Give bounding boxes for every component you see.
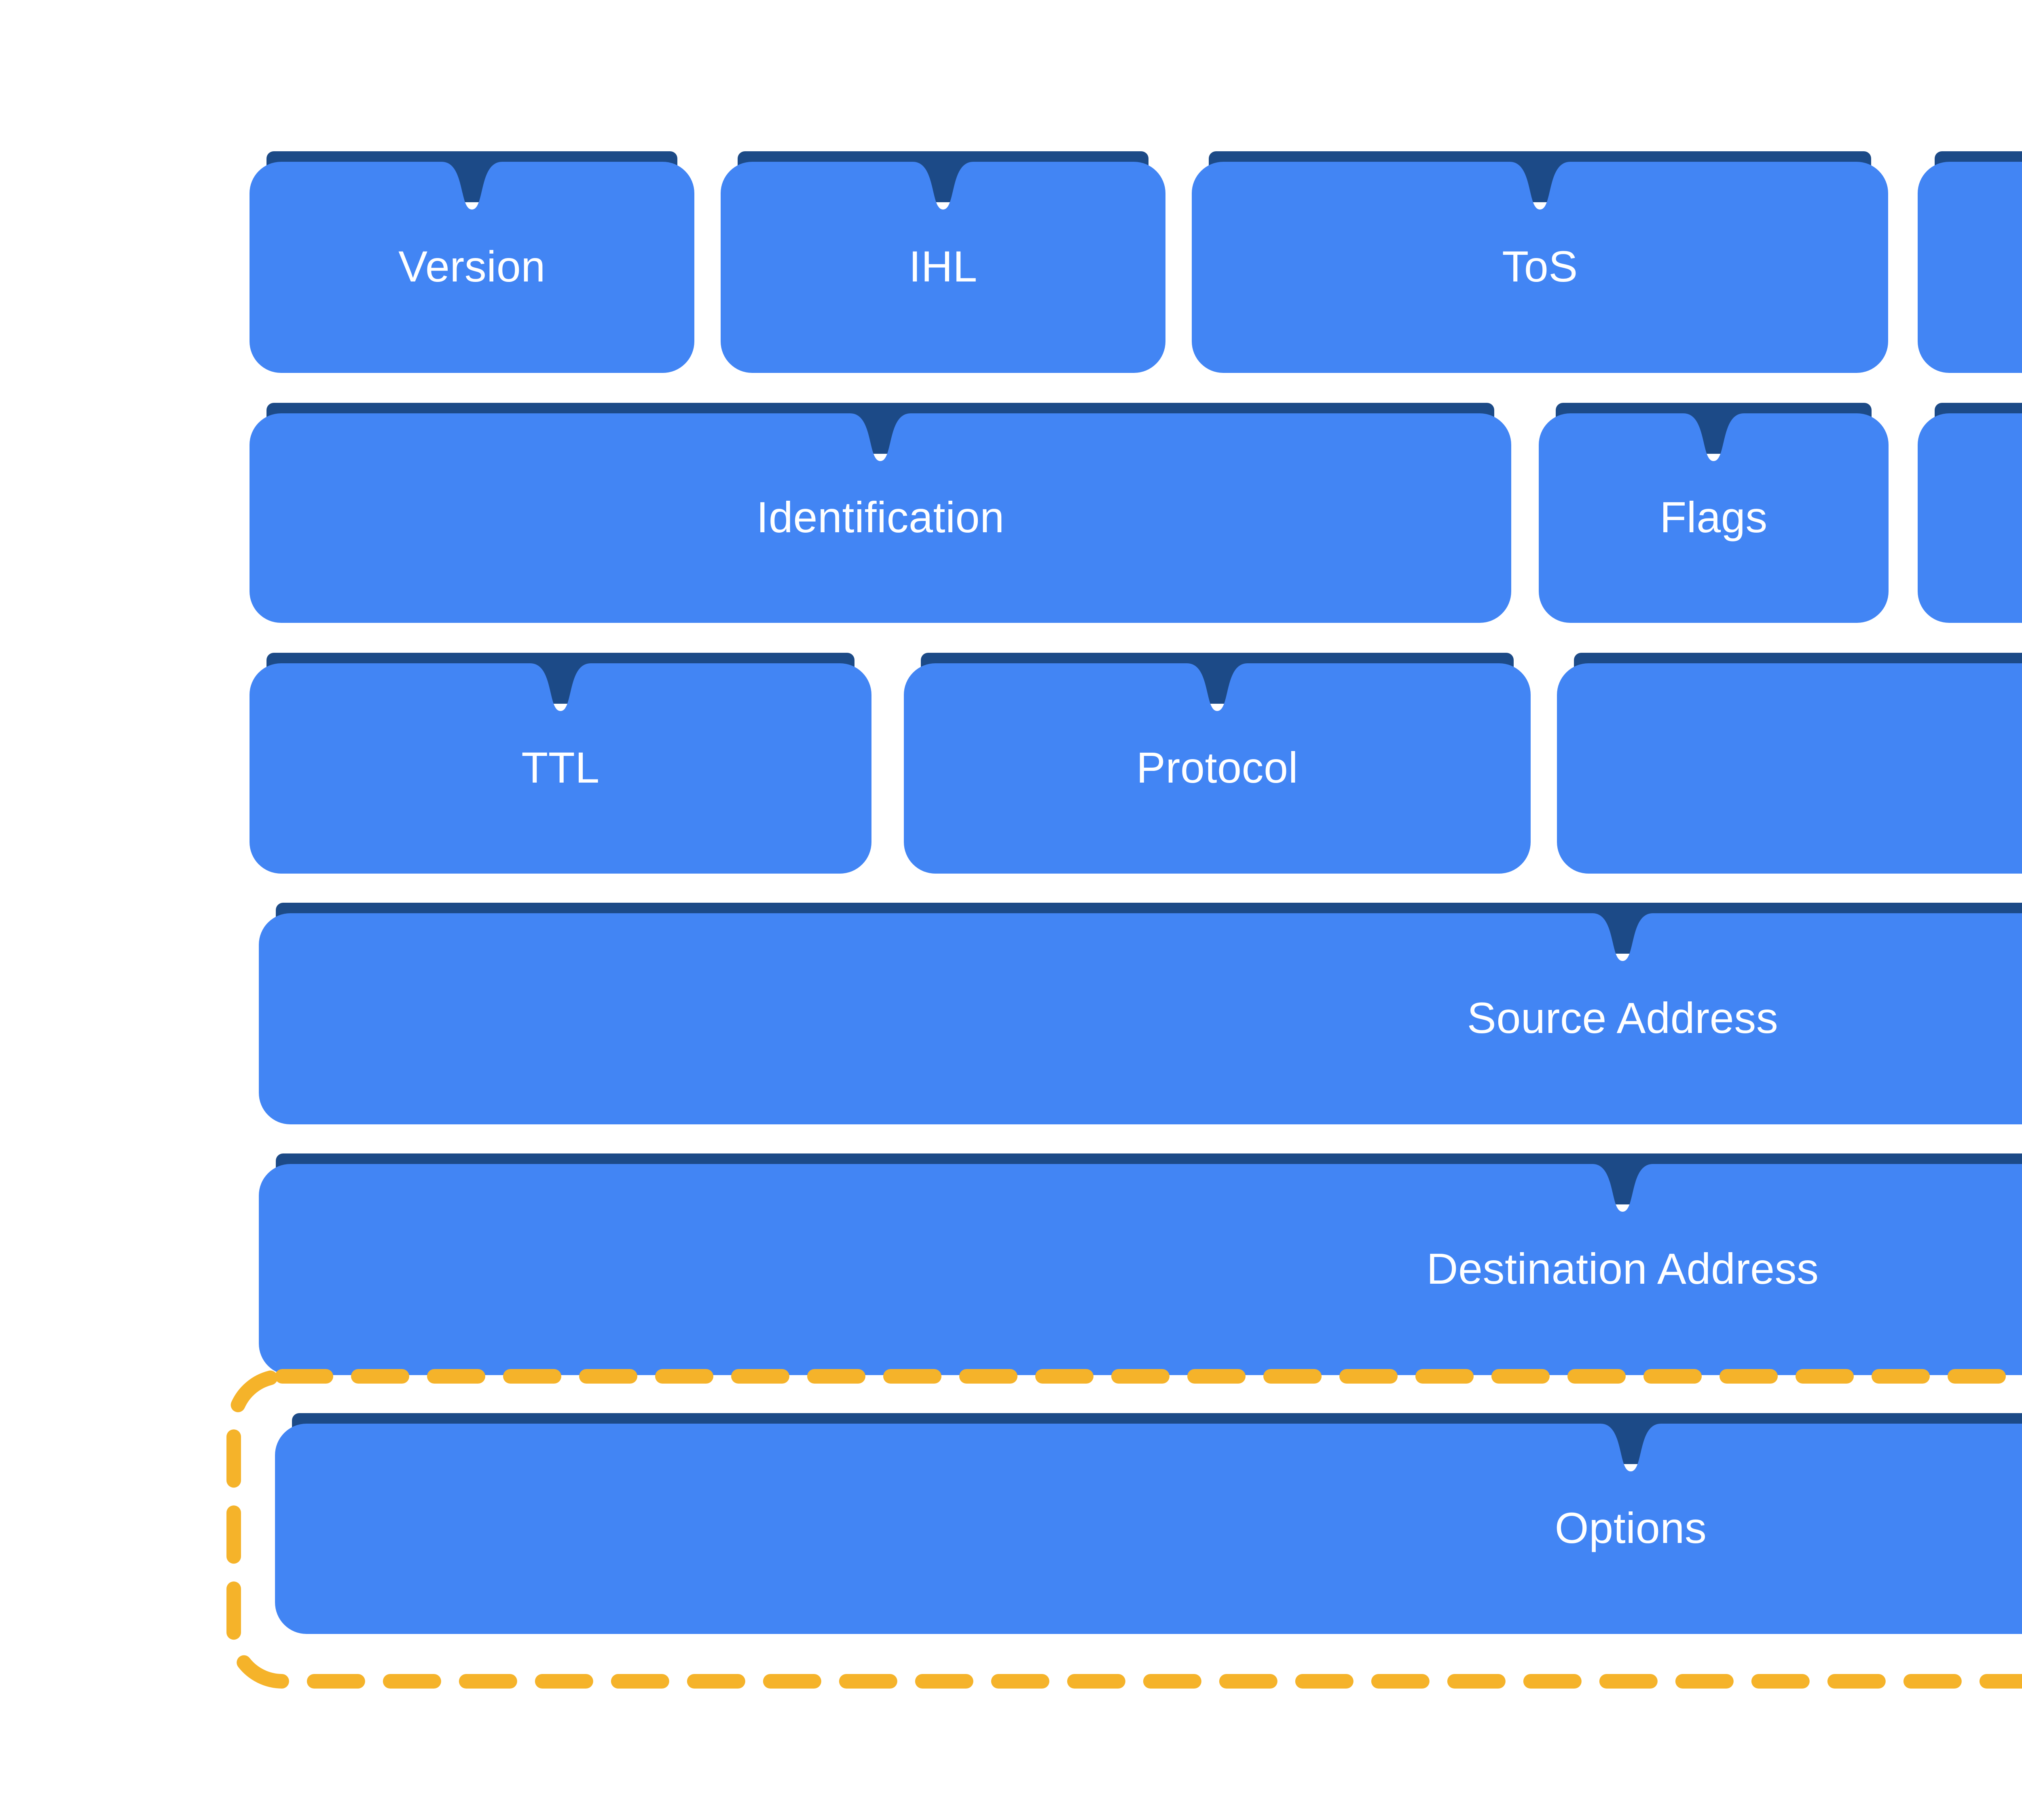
field-label-ihl: IHL <box>909 241 977 291</box>
field-card-body <box>1918 413 2022 623</box>
field-card-body <box>250 413 1511 623</box>
field-block-identification[interactable]: Identification <box>250 403 1511 623</box>
field-block-source-address[interactable]: Source Address <box>259 903 2022 1124</box>
field-label-version: Version <box>398 241 546 291</box>
field-label-identification: Identification <box>756 492 1005 542</box>
field-label-destination-address: Destination Address <box>1426 1244 1819 1293</box>
field-card-body <box>259 913 2022 1124</box>
field-block-header-checksum[interactable]: Header Checksum <box>1557 653 2022 874</box>
field-card-body <box>250 162 694 373</box>
field-label-flags: Flags <box>1660 492 1768 542</box>
field-label-options: Options <box>1555 1503 1707 1552</box>
field-block-tos[interactable]: ToS <box>1192 151 1888 373</box>
field-label-ttl: TTL <box>521 743 600 792</box>
field-card-body <box>1192 162 1888 373</box>
field-block-destination-address[interactable]: Destination Address <box>259 1153 2022 1375</box>
field-block-total-length[interactable]: Total Length <box>1918 151 2022 373</box>
field-card-body <box>904 663 1531 874</box>
field-card-body <box>1557 663 2022 874</box>
field-block-version[interactable]: Version <box>250 151 694 373</box>
field-card-body <box>1539 413 1889 623</box>
field-card-body <box>259 1164 2022 1375</box>
field-block-ihl[interactable]: IHL <box>721 151 1165 373</box>
field-label-fragment-offset: Fragment Offset <box>1918 495 2022 539</box>
field-label-source-address: Source Address <box>1467 993 1779 1042</box>
field-label-protocol: Protocol <box>1136 743 1299 792</box>
field-block-protocol[interactable]: Protocol <box>904 653 1531 874</box>
field-card-body <box>1918 162 2022 373</box>
field-label-tos: ToS <box>1502 241 1578 291</box>
field-card-body <box>721 162 1165 373</box>
field-block-flags[interactable]: Flags <box>1539 403 1889 623</box>
field-block-ttl[interactable]: TTL <box>250 653 871 874</box>
field-card-body <box>250 663 871 874</box>
field-block-fragment-offset[interactable]: Fragment Offset <box>1918 403 2022 623</box>
field-label-header-checksum: Header Checksum <box>1557 746 2022 789</box>
field-label-total-length: Total Length <box>1918 245 2022 288</box>
field-block-options[interactable]: Options <box>275 1413 2022 1634</box>
